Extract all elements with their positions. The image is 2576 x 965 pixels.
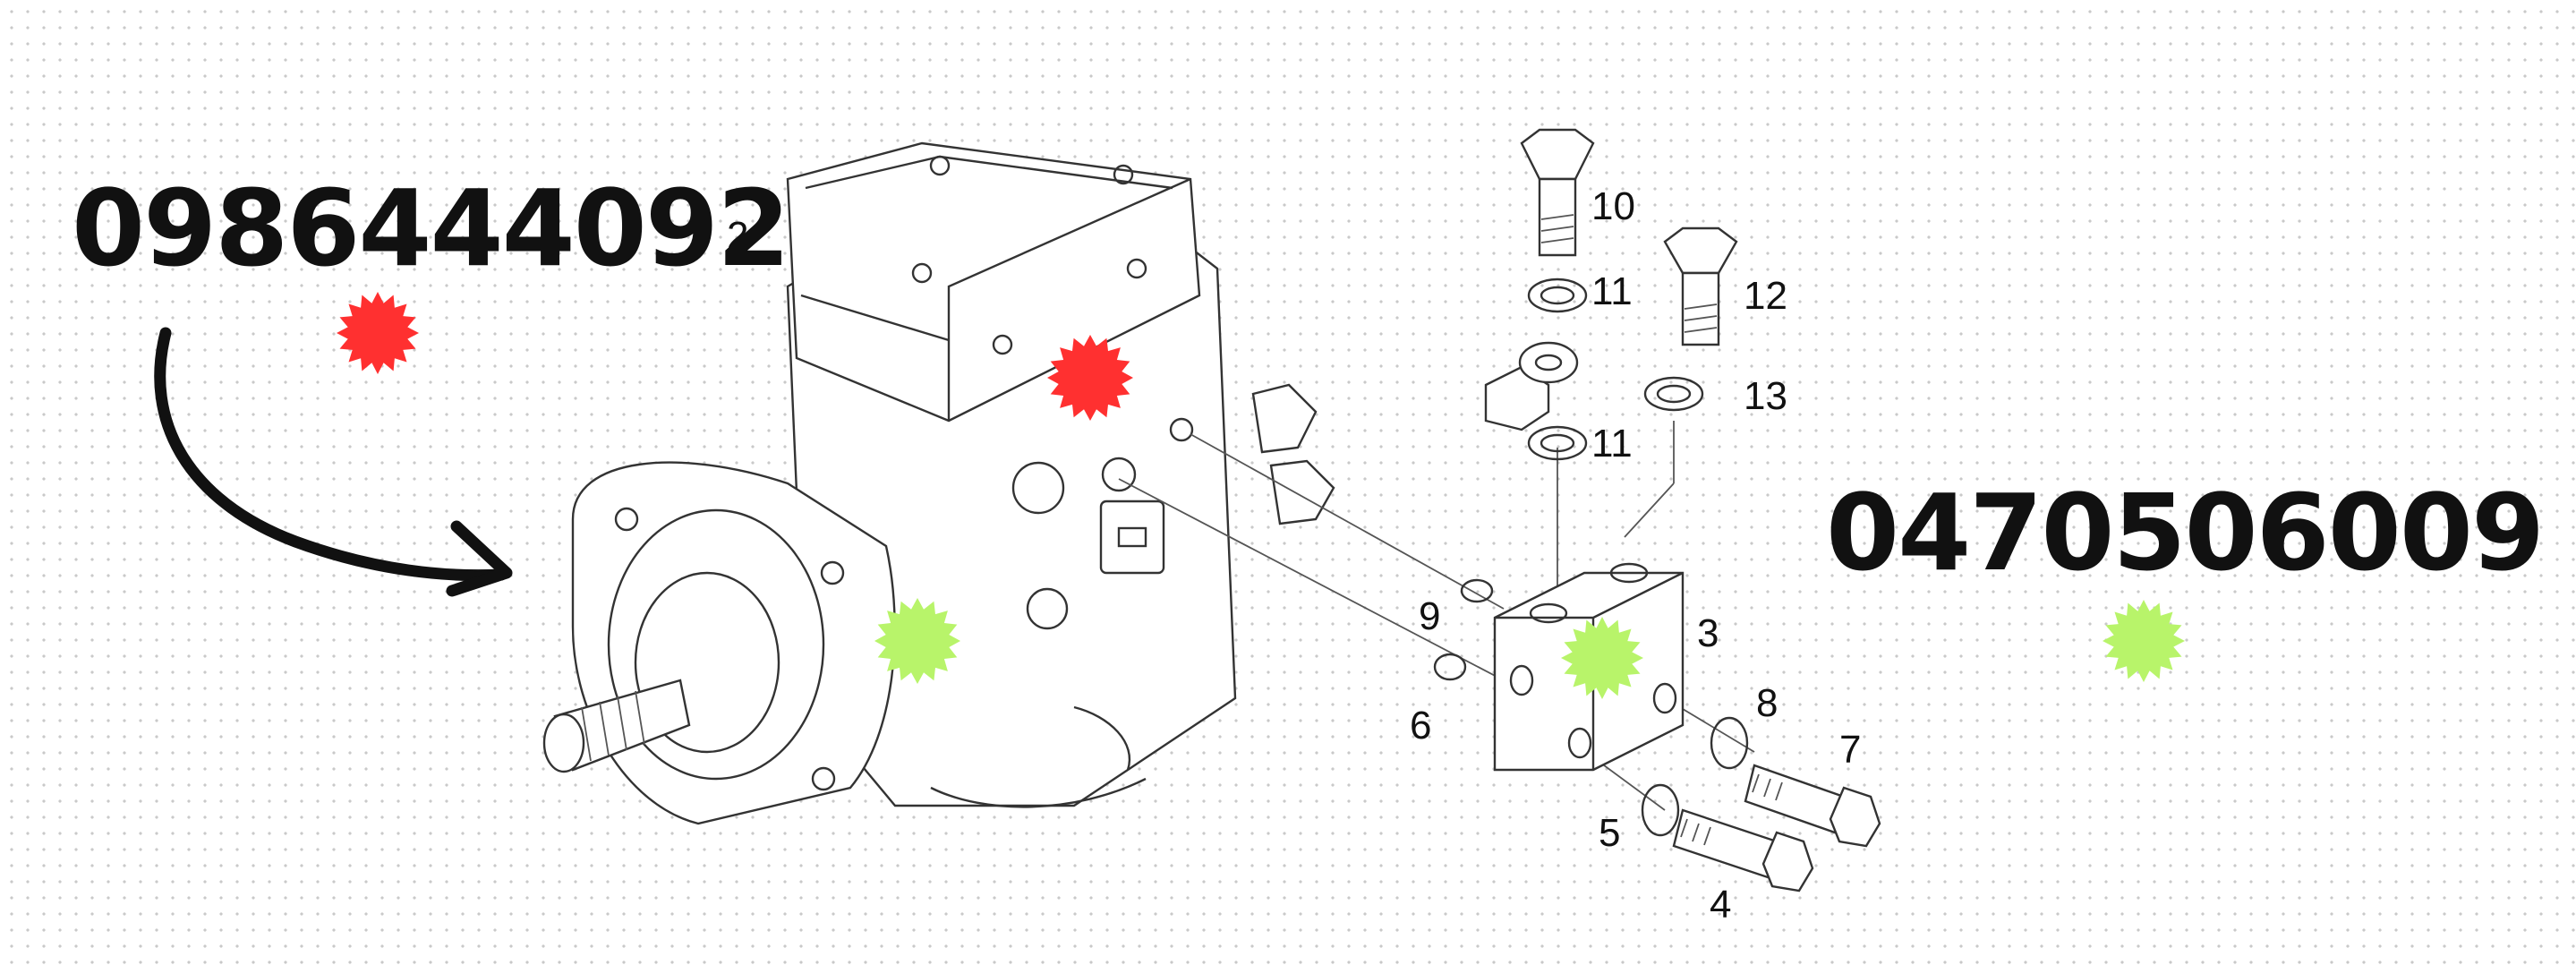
- green-starburst-marker: [874, 598, 960, 684]
- part-label-6: 6: [1410, 704, 1431, 747]
- part-label-4: 4: [1710, 883, 1731, 927]
- part-label-3: 3: [1697, 611, 1719, 655]
- markers: [337, 292, 2185, 699]
- sealing-rings: [1433, 278, 1749, 837]
- green-starburst-marker: [1561, 617, 1643, 699]
- part-label-7: 7: [1839, 728, 1861, 772]
- part-label-9: 9: [1419, 594, 1440, 638]
- part-label-11-top: 11: [1591, 269, 1633, 313]
- part-label-13: 13: [1744, 374, 1787, 418]
- red-starburst-marker: [1047, 335, 1133, 421]
- part-code-right: 0470506009: [1826, 471, 2545, 594]
- part-number-labels: 2 10 11 12 13 11 9 3 6 8 7 5 4: [727, 184, 1861, 927]
- part-label-11-bottom: 11: [1591, 422, 1633, 465]
- part-code-left: 0986444092: [72, 167, 790, 290]
- banjo-bolts: [1484, 128, 1738, 431]
- green-starburst-marker: [2103, 600, 2185, 682]
- pointer-arrow: [154, 327, 513, 597]
- part-label-8: 8: [1756, 681, 1778, 725]
- part-label-12: 12: [1744, 274, 1787, 318]
- part-label-10: 10: [1591, 184, 1635, 228]
- part-label-5: 5: [1599, 811, 1620, 855]
- part-label-2: 2: [727, 214, 748, 258]
- red-starburst-marker: [337, 292, 419, 374]
- hollow-bolts: [1672, 764, 1881, 892]
